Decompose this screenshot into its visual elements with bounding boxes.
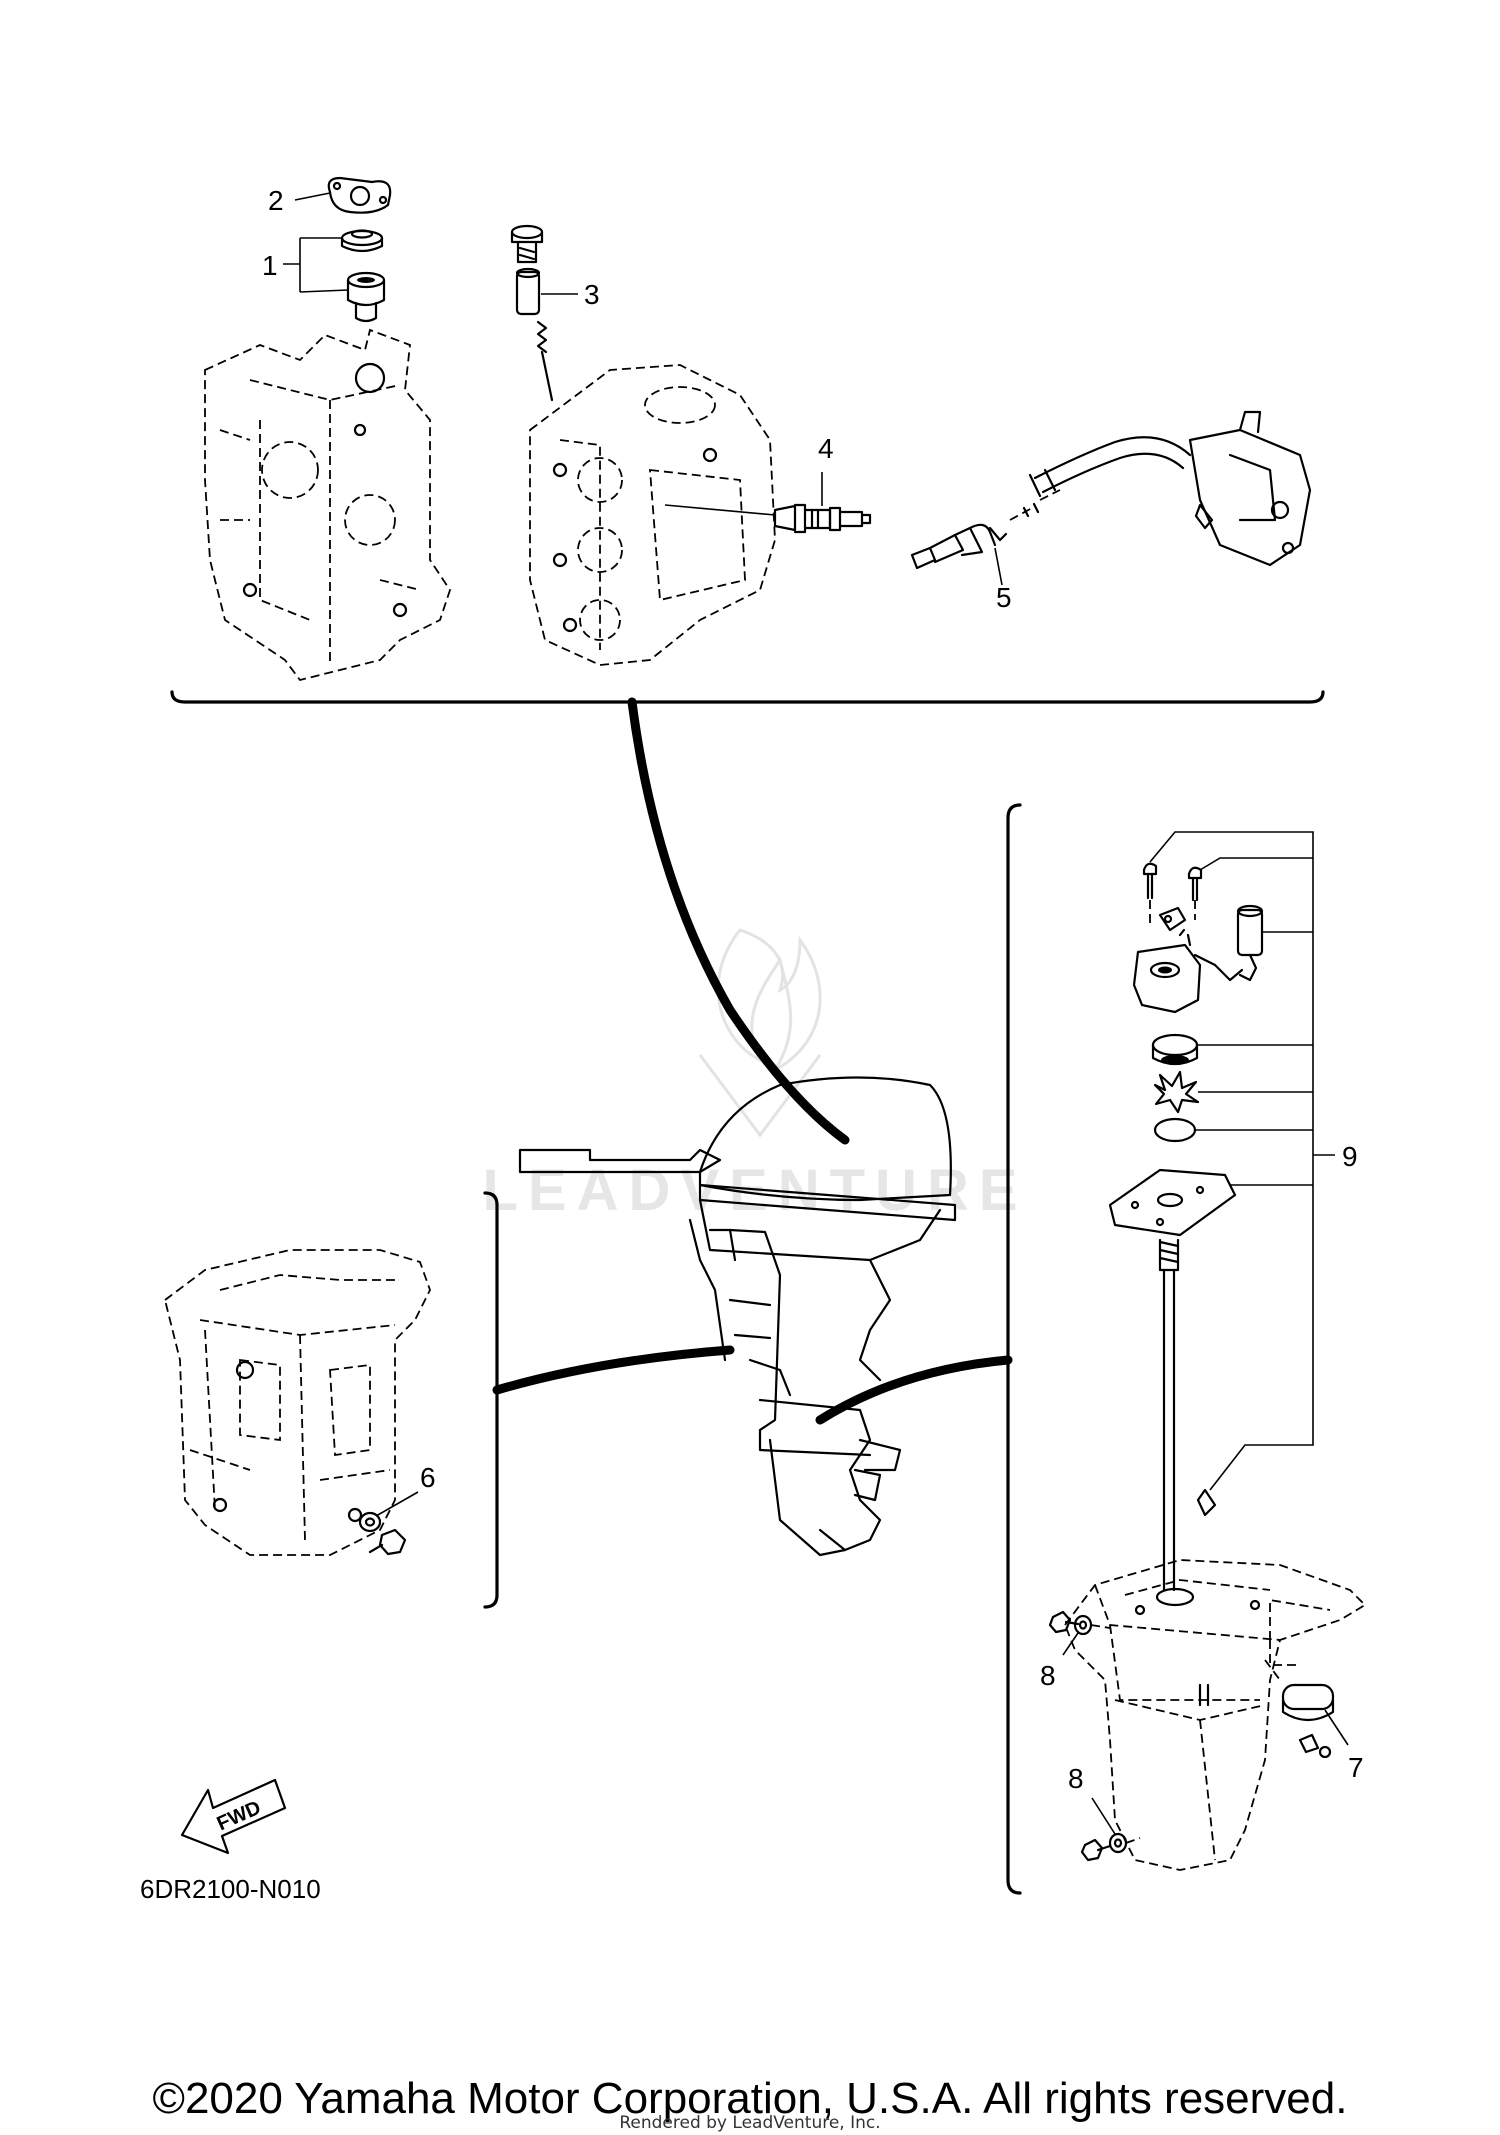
right-group-connector xyxy=(815,1355,1013,1425)
callout-3: 3 xyxy=(584,279,600,310)
drain-gasket xyxy=(358,1511,407,1556)
callout-8-lower: 8 xyxy=(1068,1763,1084,1794)
lower-casing xyxy=(1063,1559,1367,1871)
top-group-bracket xyxy=(170,690,1325,704)
anode xyxy=(1269,1640,1335,1759)
rendered-by-notice: Rendered by LeadVenture, Inc. xyxy=(619,2113,881,2133)
callout-5: 5 xyxy=(996,582,1012,613)
anode-assembly xyxy=(510,224,554,402)
cylinder-head xyxy=(529,364,776,666)
fuel-joint xyxy=(910,489,1061,570)
callout-2: 2 xyxy=(268,185,284,216)
middle-group-bracket xyxy=(483,1191,499,1609)
callout-8-upper: 8 xyxy=(1040,1660,1056,1691)
bolt-gasket-lower xyxy=(1080,1832,1141,1862)
upper-casing xyxy=(163,1249,431,1556)
callout-1: 1 xyxy=(262,250,278,281)
water-pump-housing xyxy=(1132,906,1202,1014)
thermostat xyxy=(340,229,386,323)
callout-9-leaders xyxy=(1149,831,1335,1491)
fuel-pump xyxy=(1188,410,1312,567)
drive-shaft xyxy=(1158,1238,1217,1592)
pump-housing-bolts xyxy=(1142,862,1203,925)
callout-4: 4 xyxy=(818,433,834,464)
callout-7: 7 xyxy=(1348,1752,1364,1783)
diagram-code: 6DR2100-N010 xyxy=(140,1874,321,1904)
callout-9: 9 xyxy=(1342,1141,1358,1172)
right-group-bracket xyxy=(1006,803,1022,1895)
spark-plug xyxy=(664,503,872,534)
leadventure-watermark: LEADVENTURE xyxy=(482,928,1027,1223)
cylinder-block xyxy=(204,328,451,682)
top-group-connector xyxy=(627,697,850,1145)
outboard-motor xyxy=(518,1076,957,1557)
fuel-hose xyxy=(1028,436,1192,498)
impeller-kit xyxy=(1108,1033,1237,1237)
callout-6: 6 xyxy=(420,1462,436,1493)
watermark-text: LEADVENTURE xyxy=(482,1158,1027,1223)
fwd-arrow: FWD xyxy=(180,1778,287,1855)
water-tube xyxy=(1193,904,1264,982)
copyright-notice: ©2020 Yamaha Motor Corporation, U.S.A. A… xyxy=(152,2074,1348,2123)
middle-group-connector xyxy=(492,1345,735,1395)
thermostat-gasket xyxy=(327,176,392,214)
bolt-gasket-upper xyxy=(1048,1610,1111,1636)
